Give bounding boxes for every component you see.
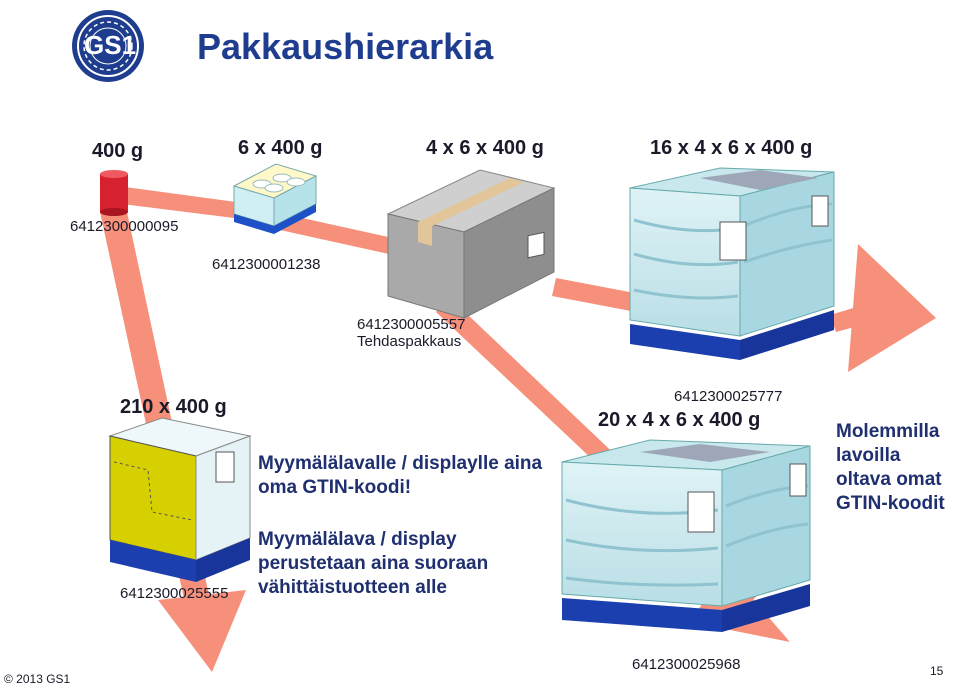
box-icon xyxy=(386,169,556,319)
bottom-pallet-icon xyxy=(561,439,811,632)
arrow-tray-to-box xyxy=(280,214,420,260)
qty-bottom-pallet: 20 x 4 x 6 x 400 g xyxy=(598,409,761,431)
qty-can: 400 g xyxy=(92,140,144,162)
note-both-pallets: Molemmilla lavoilla oltava omat GTIN-koo… xyxy=(836,421,945,514)
gs1-logo-text: GS1 xyxy=(84,30,137,60)
arrow-can-to-tray xyxy=(114,186,236,218)
note-display-gtin: Myymälälavalle / displaylle aina oma GTI… xyxy=(258,453,543,498)
tray-icon xyxy=(232,163,318,234)
gtin-display-pallet: 6412300025555 xyxy=(120,585,229,602)
display-pallet-icon xyxy=(108,417,252,582)
gtin-can: 6412300000095 xyxy=(70,218,179,235)
copyright: © 2013 GS1 xyxy=(4,672,71,686)
note-display-basis: Myymälälava / display perustetaan aina s… xyxy=(258,529,489,598)
gtin-tray: 6412300001238 xyxy=(212,256,321,273)
gtin-top-pallet: 6412300025968 xyxy=(632,656,741,673)
qty-tray: 6 x 400 g xyxy=(238,137,323,159)
page-number: 15 xyxy=(930,664,944,678)
box-note: Tehdaspakkaus xyxy=(357,333,462,350)
gs1-logo xyxy=(72,10,144,82)
slide-title: Pakkaushierarkia xyxy=(197,26,494,67)
qty-display-pallet: 210 x 400 g xyxy=(120,396,227,418)
arrow-box-to-pallet xyxy=(552,278,640,312)
qty-box: 4 x 6 x 400 g xyxy=(426,137,544,159)
top-pallet-icon xyxy=(629,167,835,360)
gtin-box: 6412300005557 xyxy=(357,316,466,333)
gtin-bottom-pallet: 6412300025777 xyxy=(674,388,783,405)
qty-top-pallet: 16 x 4 x 6 x 400 g xyxy=(650,137,813,159)
can-icon xyxy=(100,170,128,216)
arrow-pallet-to-right xyxy=(830,244,936,372)
